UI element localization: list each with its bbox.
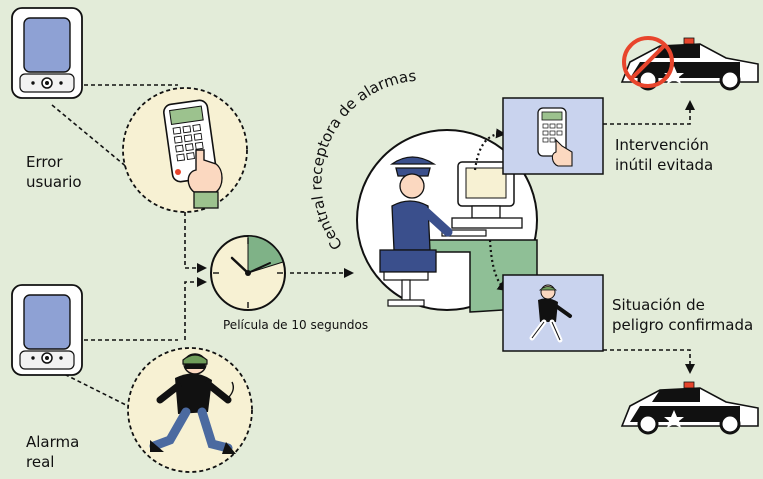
label-intervencion: Intervención inútil evitada [615,135,713,175]
alarm-panel-bottom [12,285,82,375]
label-error-line1: Error [26,152,82,172]
label-situacion: Situación de peligro confirmada [612,295,753,335]
label-intervencion-line1: Intervención [615,135,713,155]
label-error-line2: usuario [26,172,82,192]
connector-keypad-clock [185,212,205,268]
police-car-top [622,38,758,89]
label-pelicula: Película de 10 segundos [223,318,368,332]
panel-keypad-check [503,98,603,174]
keypad-hand-icon [123,88,247,212]
label-intervencion-line2: inútil evitada [615,155,713,175]
label-alarma-line1: Alarma [26,432,79,452]
police-car-bottom [622,382,758,433]
label-alarma-real: Alarma real [26,432,79,472]
clock-icon [211,236,285,310]
connector-to-police [575,350,690,372]
panel-thief-check [503,275,603,351]
connector-to-intervention [603,102,690,124]
alarm-panel-top [12,8,82,98]
label-situacion-line2: peligro confirmada [612,315,753,335]
connector-thief-clock [185,282,205,340]
label-error-usuario: Error usuario [26,152,82,192]
burglar-icon [128,348,252,472]
label-alarma-line2: real [26,452,79,472]
label-situacion-line1: Situación de [612,295,753,315]
